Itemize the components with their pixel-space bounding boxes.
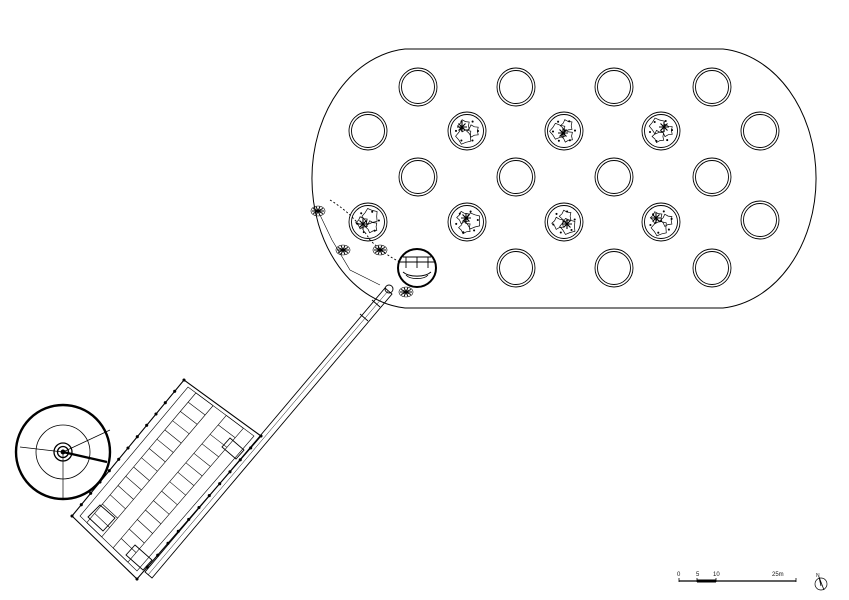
planter-icon <box>594 157 634 197</box>
empty-planters <box>348 67 780 288</box>
entry-path <box>329 199 401 263</box>
scale-label-5: 5 <box>696 572 700 578</box>
scale-label-25m: 25m <box>772 572 784 578</box>
planter-icon <box>740 111 780 151</box>
planter-icon <box>692 157 732 197</box>
shrub <box>372 244 388 256</box>
scale-label-0: 0 <box>677 572 681 578</box>
planter-icon <box>692 67 732 107</box>
planter-icon <box>496 67 536 107</box>
shrub-icon <box>310 205 414 298</box>
planter-icon <box>348 111 388 151</box>
tree-planter-icon <box>447 202 487 242</box>
scale-bar: 0 5 10 25m <box>677 572 797 583</box>
planter-icon <box>398 67 438 107</box>
bridge-walkway-icon <box>144 284 394 579</box>
pavilion-icon <box>397 248 437 288</box>
tree-planter-icon <box>544 111 584 151</box>
planted-planters <box>348 111 681 242</box>
building-icon <box>70 378 263 581</box>
tree-planter-icon <box>544 202 584 242</box>
planter-icon <box>496 248 536 288</box>
scale-label-10: 10 <box>713 572 720 578</box>
tree-planter-icon <box>641 111 681 151</box>
tree-planter-icon <box>641 202 681 242</box>
planter-icon <box>496 157 536 197</box>
shrub <box>310 205 326 217</box>
planter-icon <box>594 67 634 107</box>
plaza-outline <box>311 48 817 309</box>
north-label: N <box>816 573 820 579</box>
shrub <box>398 286 414 298</box>
planter-icon <box>740 200 780 240</box>
tree-planter-icon <box>447 111 487 151</box>
north-arrow-icon: N <box>814 573 828 591</box>
tree-planter-icon <box>348 202 388 242</box>
shrub <box>335 244 351 256</box>
planter-icon <box>398 157 438 197</box>
planter-icon <box>692 248 732 288</box>
planter-icon <box>594 248 634 288</box>
round-tower-icon <box>14 403 112 501</box>
